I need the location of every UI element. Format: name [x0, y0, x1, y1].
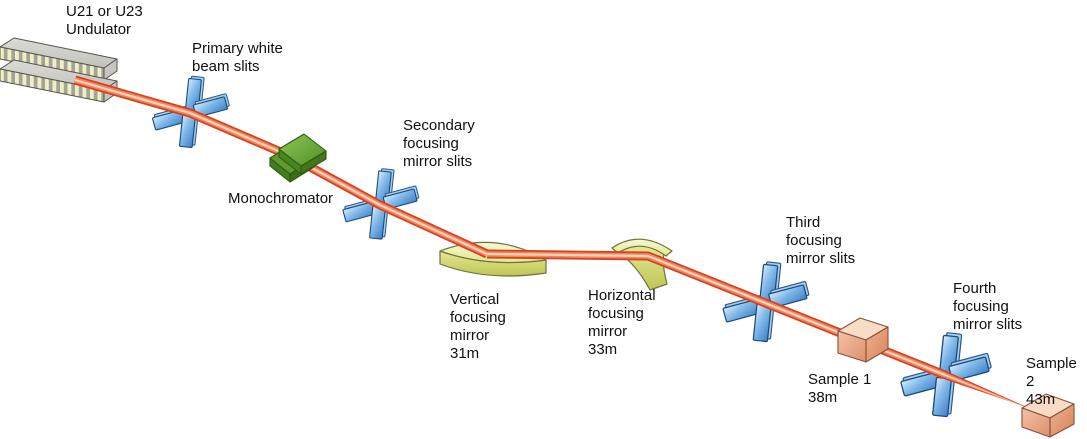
label-horizontal-mirror: Horizontal focusing mirror 33m	[588, 287, 656, 358]
monochromator-graphic	[269, 133, 327, 183]
label-undulator: U21 or U23 Undulator	[66, 3, 143, 38]
label-sample-1: Sample 1 38m	[808, 371, 872, 406]
undulator-graphic	[0, 37, 118, 103]
xray-beam	[73, 75, 1029, 408]
label-sample-2: Sample 2 43m	[1026, 355, 1077, 408]
vertical-focusing-mirror-graphic	[439, 241, 547, 277]
label-fourth-slits: Fourth focusing mirror slits	[953, 280, 1023, 333]
sample-2-graphic	[1021, 393, 1075, 438]
sample-1-graphic	[837, 317, 889, 363]
label-vertical-mirror: Vertical focusing mirror 31m	[450, 291, 506, 362]
label-monochromator: Monochromator	[228, 190, 334, 207]
label-primary-slits: Primary white beam slits	[192, 40, 283, 75]
label-third-slits: Third focusing mirror slits	[786, 214, 856, 267]
label-secondary-slits: Secondary focusing mirror slits	[403, 117, 475, 170]
